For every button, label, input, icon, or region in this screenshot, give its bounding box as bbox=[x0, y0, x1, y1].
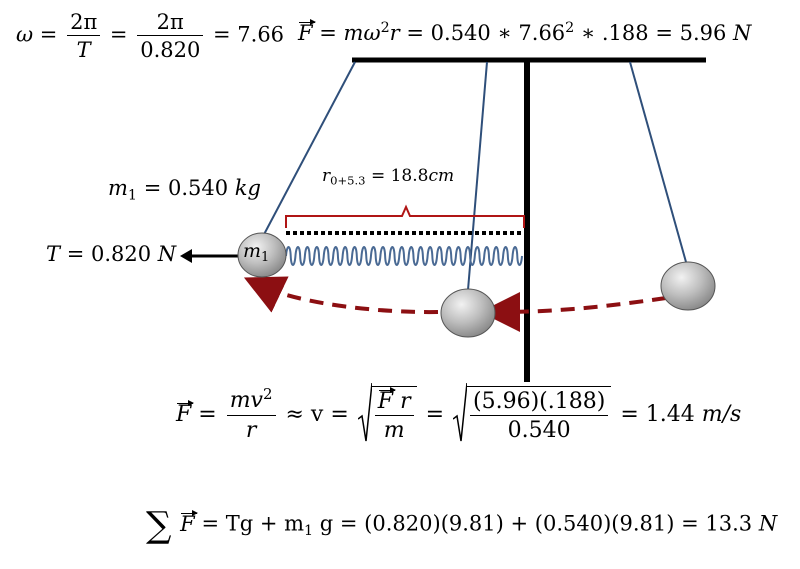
force-vector-2: F bbox=[176, 399, 195, 427]
sqrt-symbolic: F r m bbox=[358, 386, 417, 444]
sqrt-numeric: (5.96)(.188) 0.540 bbox=[453, 386, 612, 444]
radius-bracket bbox=[285, 204, 525, 228]
ball-m1-label: m1 bbox=[243, 240, 270, 266]
sigma-symbol: ∑ bbox=[146, 505, 172, 546]
omega-fraction-2: 2π 0.820 bbox=[137, 10, 204, 62]
omega-equation: ω = 2π T = 2π 0.820 = 7.66 bbox=[16, 10, 285, 63]
omega-result: 7.66 bbox=[237, 22, 285, 47]
force-equation-top: F = mω2r = 0.540 ∗ 7.662 ∗ .188 = 5.96 N bbox=[298, 18, 752, 45]
radius-label: r0+5.3 = 18.8cm bbox=[322, 166, 455, 188]
tension-label: T = 0.820 N bbox=[46, 242, 177, 266]
velocity-fraction: mv2 r bbox=[226, 386, 276, 443]
velocity-equation: F = mv2 r ≈ v = F r m = (5.96)(.188) 0.5… bbox=[176, 386, 741, 444]
sum-force-equation: ∑ F = Tg + m1 g = (0.820)(9.81) + (0.540… bbox=[146, 505, 778, 546]
velocity-result: = 1.44 bbox=[620, 401, 695, 427]
rotation-path-left bbox=[243, 276, 439, 315]
ball-right bbox=[660, 261, 716, 311]
string-middle bbox=[467, 61, 488, 291]
string-right bbox=[629, 61, 687, 263]
ball-m1 bbox=[237, 232, 287, 278]
spring bbox=[285, 246, 523, 266]
ball-middle bbox=[440, 288, 496, 338]
force-vector: F bbox=[298, 18, 316, 45]
omega-symbol: ω bbox=[16, 22, 34, 47]
string-left bbox=[259, 61, 356, 243]
mass-label: m1 = 0.540 kg bbox=[108, 176, 261, 204]
tension-arrowhead bbox=[180, 249, 192, 263]
rotation-path bbox=[480, 291, 667, 332]
omega-fraction-1: 2π T bbox=[67, 10, 101, 62]
